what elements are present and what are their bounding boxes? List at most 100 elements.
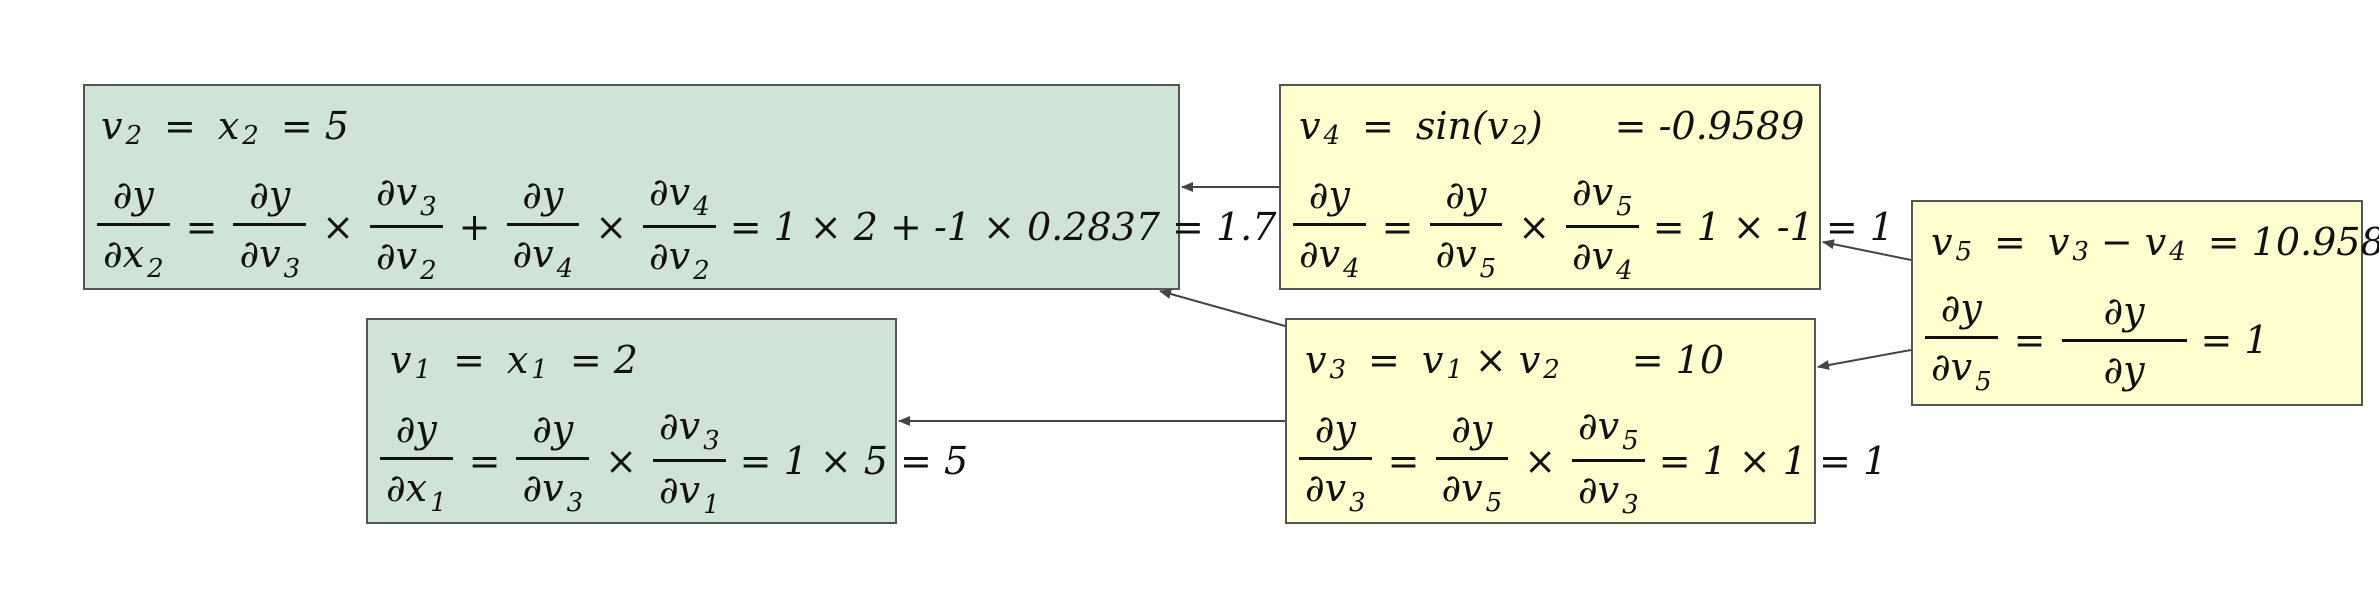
times-sign: ×	[1518, 204, 1551, 249]
v4-def-value: = -0.9589	[1614, 104, 1805, 148]
v2-grad-den: ∂x	[103, 231, 145, 276]
v1-grad-den: ∂x	[386, 465, 428, 510]
v2-grad-den-sub: 2	[147, 253, 164, 284]
v2-t3-den: ∂v	[512, 231, 554, 276]
v5-def-var-sub: 5	[1955, 237, 1973, 267]
v1-t2-num: ∂v	[659, 404, 701, 448]
v2-def-x: x	[217, 104, 240, 148]
v3-grad-num: ∂y	[1314, 406, 1356, 451]
v5-def-var: v	[1931, 220, 1953, 264]
v1-grad-num: ∂y	[395, 406, 437, 451]
equals-sign: =	[185, 204, 218, 249]
v5-grad-den: ∂v	[1931, 345, 1973, 389]
v4-def-var: v	[1299, 104, 1321, 148]
v5-def-op: −	[2100, 220, 2133, 264]
v5-def-a-sub: 3	[2072, 237, 2089, 267]
v3-t2-den-sub: 3	[1622, 490, 1639, 520]
v3-t2-num-sub: 5	[1622, 426, 1639, 456]
v2-t2-num: ∂v	[376, 170, 418, 214]
edge-v3-to-v2	[1159, 289, 1286, 327]
v1-t2-den-sub: 1	[703, 490, 720, 520]
v3-def-eq: =	[1368, 338, 1400, 382]
equals-sign: =	[1387, 438, 1420, 483]
v3-def-a: v	[1421, 338, 1444, 382]
v1-def-var-sub: 1	[414, 355, 432, 385]
v2-t1-den-sub: 3	[283, 253, 301, 284]
v1-t1-num: ∂y	[532, 406, 574, 451]
v5-grad-num: ∂y	[1940, 286, 1982, 330]
v3-grad-den-sub: 3	[1349, 487, 1366, 518]
v2-t1-den: ∂v	[239, 231, 281, 276]
v5-t1-num: ∂y	[2103, 288, 2145, 333]
v1-grad-den-sub: 1	[430, 487, 447, 518]
v4-def-eq: =	[1362, 104, 1394, 148]
v2-def-var-sub: 2	[125, 121, 143, 151]
v3-def-b: v	[1518, 338, 1541, 382]
v3-t1-den-sub: 5	[1485, 487, 1503, 518]
v1-result: = 1 × 5 = 5	[739, 438, 969, 483]
v1-t1-den-sub: 3	[566, 487, 584, 518]
v4-t2-den: ∂v	[1572, 234, 1614, 278]
v2-result: = 1 × 2 + -1 × 0.2837 = 1.7163	[729, 204, 1349, 249]
times-sign: ×	[1524, 438, 1557, 483]
v1-t2-den: ∂v	[659, 468, 701, 512]
v4-t2-den-sub: 4	[1616, 256, 1633, 286]
v3-def-op: ×	[1474, 338, 1507, 382]
v4-t2-num-sub: 5	[1616, 192, 1633, 222]
v4-grad-num: ∂y	[1308, 172, 1350, 217]
v2-t4-num-sub: 4	[693, 192, 710, 222]
equals-sign: =	[1381, 204, 1414, 249]
v3-def-a-sub: 1	[1446, 355, 1463, 385]
times-sign: ×	[322, 204, 354, 249]
v4-result: = 1 × -1 = 1	[1652, 204, 1894, 249]
v4-def-fn: sin(v	[1415, 104, 1509, 148]
v3-t1-num: ∂y	[1451, 406, 1493, 451]
v3-def-b-sub: 2	[1543, 355, 1560, 385]
edge-v5-to-v3	[1817, 349, 1912, 370]
v5-t1-den: ∂y	[2103, 347, 2145, 392]
v4-t2-num: ∂v	[1572, 170, 1614, 214]
v4-grad-den-sub: 4	[1343, 253, 1360, 284]
v2-def-var: v	[101, 104, 123, 148]
v4-t1-den-sub: 5	[1479, 253, 1497, 284]
v2-def-eq: =	[164, 104, 196, 148]
v1-t1-den: ∂v	[522, 465, 564, 510]
node-v5: v5 = v3 − v4 = 10.9589 ∂y∂v5 = ∂y∂y = 1	[1911, 200, 2379, 406]
v4-def-fn-close: )	[1527, 104, 1543, 148]
v5-definition: v5 = v3 − v4 = 10.9589	[1931, 220, 2379, 267]
v3-grad-den: ∂v	[1305, 465, 1347, 510]
v2-def-value: = 5	[280, 104, 349, 148]
v1-def-eq: =	[453, 338, 485, 382]
v2-t2-den-sub: 2	[420, 256, 437, 286]
v2-grad-num: ∂y	[112, 172, 154, 217]
v2-t4-den-sub: 2	[693, 256, 710, 286]
v5-def-eq: =	[1994, 220, 2026, 264]
v3-result: = 1 × 1 = 1	[1658, 438, 1888, 483]
v1-def-x-sub: 1	[531, 355, 548, 385]
v5-term1-fraction: ∂y ∂y	[2061, 288, 2187, 392]
v2-t3-num: ∂y	[522, 172, 564, 217]
v4-t1-num: ∂y	[1445, 172, 1487, 217]
v4-def-var-sub: 4	[1323, 121, 1341, 151]
